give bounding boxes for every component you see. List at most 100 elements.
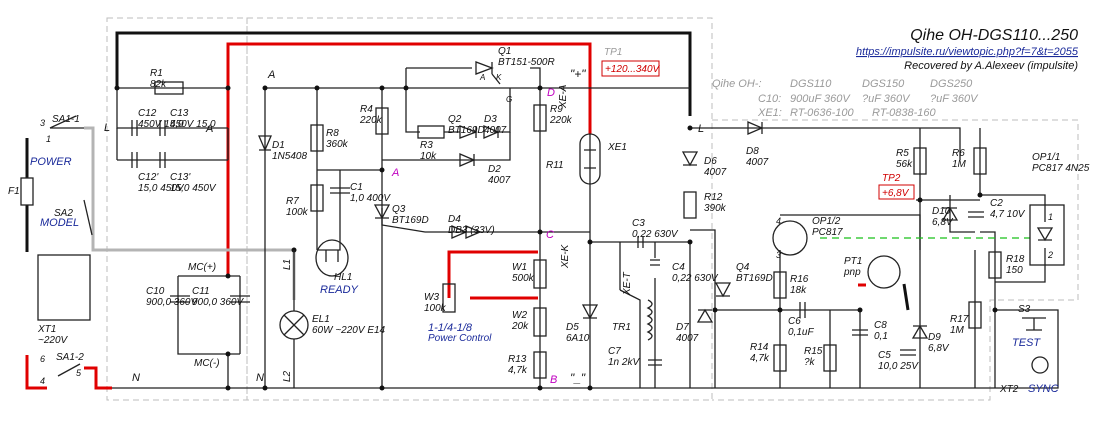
- connector-xt1: [37, 254, 91, 321]
- thyristor-q4: [714, 282, 732, 298]
- spec-row3-col2: RT-0838-160: [872, 107, 936, 119]
- component-ref: C12: [138, 108, 157, 119]
- component-ref: C11: [192, 286, 210, 297]
- component-ref: R12: [704, 192, 723, 203]
- tp2-box: [878, 184, 915, 200]
- label-fractions: 1-1/4-1/8: [428, 322, 473, 334]
- component-value: 4,7k: [508, 365, 528, 376]
- component-ref: R7: [286, 196, 299, 207]
- component-value: 0,1: [874, 331, 888, 342]
- component-value: 220k: [359, 115, 383, 126]
- component-ref: R15: [804, 346, 823, 357]
- label-l1: L1: [282, 259, 293, 270]
- component-ref: D8: [746, 146, 759, 157]
- component-ref: XE1: [607, 142, 627, 153]
- lamp-hl1: [315, 239, 349, 277]
- component-ref: C2: [990, 198, 1003, 209]
- resistor-r13: [533, 351, 547, 379]
- spec-row2-col3: ?uF 360V: [930, 93, 979, 105]
- diode-d5: [581, 304, 599, 320]
- component-value: 4007: [676, 333, 699, 344]
- component-value: 1N5408: [272, 151, 307, 162]
- component-value: pnp: [843, 267, 861, 278]
- component-ref: C5: [878, 350, 891, 361]
- diode-d6: [681, 151, 699, 167]
- component-value: 500k: [512, 273, 535, 284]
- component-value: 6A10: [566, 333, 590, 344]
- node-b: B: [550, 374, 557, 386]
- component-ref: HL1: [334, 272, 352, 283]
- component-ref: Q2: [448, 114, 462, 125]
- component-ref: TR1: [612, 322, 631, 333]
- resistor-r18: [988, 251, 1002, 279]
- node-a-top: A: [267, 69, 275, 81]
- component-label-c13-: C13'15,0 450V: [170, 172, 217, 194]
- label-ready: READY: [320, 284, 359, 296]
- node-n-right: N: [256, 372, 264, 384]
- diode-d8: [747, 121, 764, 135]
- component-ref: D3: [484, 114, 497, 125]
- component-ref: EL1: [312, 314, 330, 325]
- component-value: 4007: [704, 167, 727, 178]
- component-value: 360k: [326, 139, 349, 150]
- wire-pt1-c: [902, 283, 910, 311]
- node-a-cap: A: [205, 123, 213, 135]
- component-ref: R11: [546, 160, 564, 171]
- resistor-r7: [310, 184, 324, 212]
- component-ref: C1: [350, 182, 363, 193]
- component-label-tr1: TR1: [612, 322, 631, 333]
- pot-w3: [442, 283, 456, 313]
- component-ref: C10: [146, 286, 165, 297]
- component-ref: C13: [170, 108, 189, 119]
- component-ref: OP1/2: [812, 216, 841, 227]
- diode-d3: [483, 125, 500, 139]
- connector-xt2: [1031, 356, 1049, 374]
- wire-top-rail: [115, 31, 692, 116]
- component-ref: R4: [360, 104, 373, 115]
- spec-row1-col3: DGS250: [930, 78, 973, 90]
- resistor-r4: [375, 107, 389, 135]
- node-d: D: [547, 87, 555, 99]
- resistor-r12: [683, 191, 697, 219]
- component-ref: SA1-2: [56, 352, 84, 363]
- source-link[interactable]: https://impulsite.ru/viewtopic.php?f=7&t…: [856, 46, 1079, 58]
- label-mc-plus: MC(+): [188, 262, 216, 273]
- transformer-tr1: [646, 299, 653, 341]
- diode-d9: [911, 324, 929, 339]
- label-xe-k: XE-K: [560, 243, 571, 269]
- component-value: 6,8V: [928, 343, 950, 354]
- component-ref: D4: [448, 214, 461, 225]
- pot-w2: [533, 307, 547, 337]
- component-label-sa1-2: SA1-2: [56, 352, 84, 363]
- resistor-r17: [968, 301, 982, 329]
- component-value: 1M: [952, 159, 967, 170]
- thyristor-q1: [475, 61, 501, 85]
- diode-d2: [459, 153, 476, 167]
- enclosure-outlines: [106, 17, 1079, 401]
- component-label-c12-: C12'15,0 450V: [138, 172, 185, 194]
- capacitors-c10-c11: [170, 295, 250, 303]
- pin-q1-a: A: [479, 73, 485, 82]
- capacitor-c7: [648, 359, 662, 366]
- component-value: 0,22 630V: [672, 273, 719, 284]
- component-ref: R13: [508, 354, 527, 365]
- component-label-r15: R15?k: [804, 346, 823, 368]
- label-xe-a: XE-A: [558, 84, 569, 109]
- component-value: 60W ~220V E14: [312, 325, 386, 336]
